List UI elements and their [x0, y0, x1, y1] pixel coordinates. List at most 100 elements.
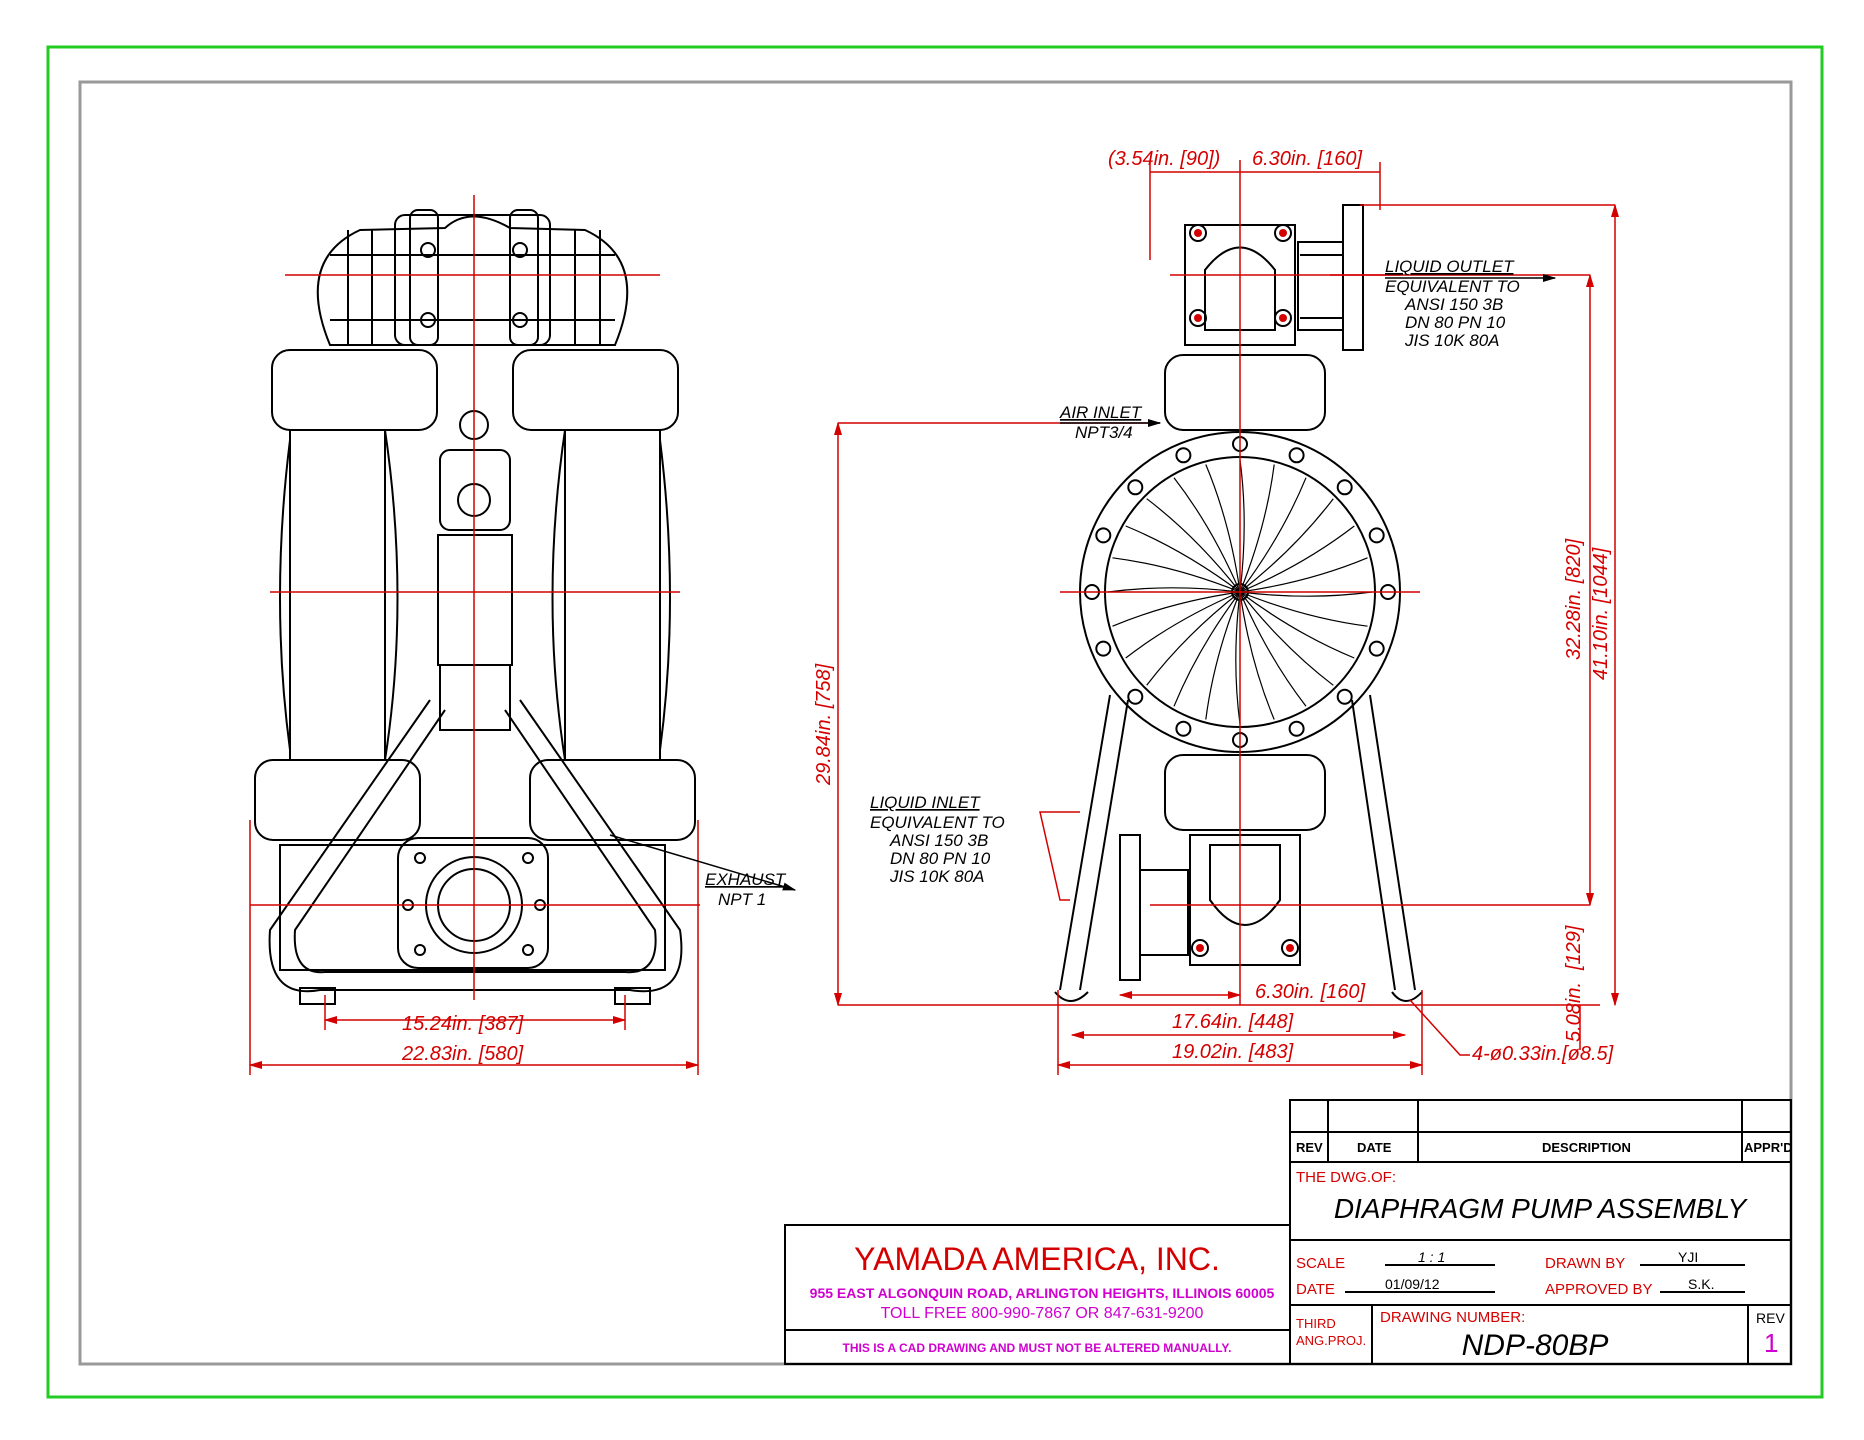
dim-front-inner-width: 15.24in. [387] — [402, 1013, 524, 1035]
note-liquid-inlet: LIQUID INLET EQUIVALENT TO ANSI 150 3B D… — [870, 793, 1005, 886]
dim-side-inner-width: 17.64in. [448] — [1172, 1011, 1294, 1033]
inlet-title: LIQUID INLET — [870, 793, 981, 812]
diaphragm-bolt — [1175, 447, 1192, 464]
side-centerlines — [1060, 160, 1420, 1005]
front-view — [254, 209, 696, 1005]
diaphragm-spoke — [1239, 464, 1275, 593]
description-header: DESCRIPTION — [1542, 1140, 1631, 1155]
inlet-line-1: EQUIVALENT TO — [870, 813, 1005, 832]
diaphragm-bolt — [1368, 527, 1385, 544]
diaphragm-bolt — [1095, 640, 1112, 657]
exhaust-size: NPT 1 — [718, 890, 766, 909]
inlet-line-3: DN 80 PN 10 — [890, 849, 991, 868]
diaphragm-spoke — [1239, 591, 1368, 627]
note-exhaust: EXHAUST NPT 1 — [705, 870, 787, 909]
diaphragm-spoke — [1239, 591, 1373, 597]
dwg-of-label: THE DWG.OF: — [1296, 1169, 1396, 1186]
projection-line-1: THIRD — [1296, 1316, 1336, 1331]
callout-leaders — [609, 273, 1557, 891]
dim-top-left: (3.54in. [90]) — [1108, 148, 1220, 170]
scale-label: SCALE — [1296, 1255, 1345, 1272]
scale-value: 1 : 1 — [1418, 1249, 1445, 1265]
diaphragm-bolt — [1336, 688, 1353, 705]
approved-by-value: S.K. — [1688, 1276, 1714, 1292]
diaphragm-spoke — [1239, 477, 1307, 593]
diaphragm-spoke — [1239, 591, 1334, 686]
diaphragm-spoke — [1239, 557, 1368, 593]
dim-front-outer-width: 22.83in. [580] — [401, 1043, 524, 1065]
outlet-line-1: EQUIVALENT TO — [1385, 277, 1520, 296]
outer-frame — [46, 45, 1824, 1399]
date-header: DATE — [1357, 1140, 1392, 1155]
elbow-bolts — [1194, 229, 1294, 952]
dim-holes: 4-ø0.33in.[ø8.5] — [1472, 1043, 1614, 1065]
diaphragm-bolt — [1288, 447, 1305, 464]
diaphragm-spoke — [1239, 498, 1334, 593]
diaphragm-bolt — [1095, 527, 1112, 544]
diaphragm-bolt — [1288, 720, 1305, 737]
diaphragm-spoke — [1205, 464, 1241, 593]
company-phone: TOLL FREE 800-990-7867 OR 847-631-9200 — [881, 1305, 1204, 1322]
diaphragm-spoke — [1235, 591, 1241, 725]
inlet-line-2: ANSI 150 3B — [889, 831, 988, 850]
diaphragm-spokes — [1107, 459, 1373, 725]
exhaust-title: EXHAUST — [705, 870, 787, 889]
diaphragm-spoke — [1173, 591, 1241, 707]
dim-outlet-height: 32.28in. [820] — [1563, 538, 1585, 660]
apprd-header: APPR'D — [1744, 1140, 1793, 1155]
date-label: DATE — [1296, 1281, 1335, 1298]
diaphragm-spoke — [1112, 557, 1241, 593]
dim-total-height: 41.10in. [1044] — [1590, 547, 1612, 680]
diaphragm-spoke — [1239, 525, 1355, 593]
dim-foot-height: 5.08in. — [1563, 982, 1585, 1042]
dim-side-outer-width: 19.02in. [483] — [1172, 1041, 1294, 1063]
rev-header: REV — [1296, 1140, 1323, 1155]
diaphragm-spoke — [1205, 591, 1241, 720]
front-centerlines — [250, 195, 700, 1000]
drawn-by-label: DRAWN BY — [1545, 1255, 1625, 1272]
company-address: 955 EAST ALGONQUIN ROAD, ARLINGTON HEIGH… — [810, 1285, 1275, 1301]
diaphragm-spoke — [1107, 587, 1241, 593]
air-title: AIR INLET — [1059, 403, 1143, 422]
date-value: 01/09/12 — [1385, 1276, 1440, 1292]
dwg-title: DIAPHRAGM PUMP ASSEMBLY — [1334, 1193, 1749, 1224]
note-air-inlet: AIR INLET NPT3/4 — [1059, 403, 1143, 442]
air-size: NPT3/4 — [1075, 423, 1133, 442]
rev-label: REV — [1756, 1310, 1785, 1326]
diaphragm-spoke — [1239, 591, 1355, 659]
outlet-line-2: ANSI 150 3B — [1404, 295, 1503, 314]
diaphragm-spoke — [1146, 498, 1241, 593]
drawing-number-label: DRAWING NUMBER: — [1380, 1309, 1525, 1326]
diaphragm-spoke — [1239, 591, 1275, 720]
note-liquid-outlet: LIQUID OUTLET EQUIVALENT TO ANSI 150 3B … — [1385, 257, 1520, 350]
outlet-title: LIQUID OUTLET — [1385, 257, 1515, 276]
dim-air-inlet-height: 29.84in. [758] — [813, 663, 835, 786]
diaphragm-bolt — [1336, 479, 1353, 496]
company-name: YAMADA AMERICA, INC. — [854, 1241, 1220, 1277]
drawn-by-value: YJI — [1678, 1249, 1698, 1265]
diaphragm-bolt — [1368, 640, 1385, 657]
diaphragm-spoke — [1239, 591, 1307, 707]
diaphragm-spoke — [1173, 477, 1241, 593]
diaphragm-spoke — [1125, 591, 1241, 659]
rev-value: 1 — [1764, 1328, 1778, 1358]
drawing-number: NDP-80BP — [1462, 1329, 1609, 1362]
outlet-line-3: DN 80 PN 10 — [1405, 313, 1506, 332]
dim-top-right: 6.30in. [160] — [1252, 148, 1363, 170]
inlet-line-4: JIS 10K 80A — [889, 867, 985, 886]
dim-mid-small: 6.30in. [160] — [1255, 981, 1366, 1003]
diaphragm-bolt — [1175, 720, 1192, 737]
diaphragm-spoke — [1239, 459, 1245, 593]
projection-line-2: ANG.PROJ. — [1296, 1333, 1366, 1348]
diaphragm-spoke — [1112, 591, 1241, 627]
cad-notice: THIS IS A CAD DRAWING AND MUST NOT BE AL… — [843, 1341, 1232, 1355]
diaphragm-bolt — [1127, 479, 1144, 496]
title-block — [784, 1099, 1792, 1365]
outlet-line-4: JIS 10K 80A — [1404, 331, 1500, 350]
approved-by-label: APPROVED BY — [1545, 1281, 1653, 1298]
dim-inlet-height: [129] — [1563, 925, 1585, 971]
diaphragm-spoke — [1125, 525, 1241, 593]
diaphragm-bolt — [1127, 688, 1144, 705]
diaphragm-spoke — [1146, 591, 1241, 686]
